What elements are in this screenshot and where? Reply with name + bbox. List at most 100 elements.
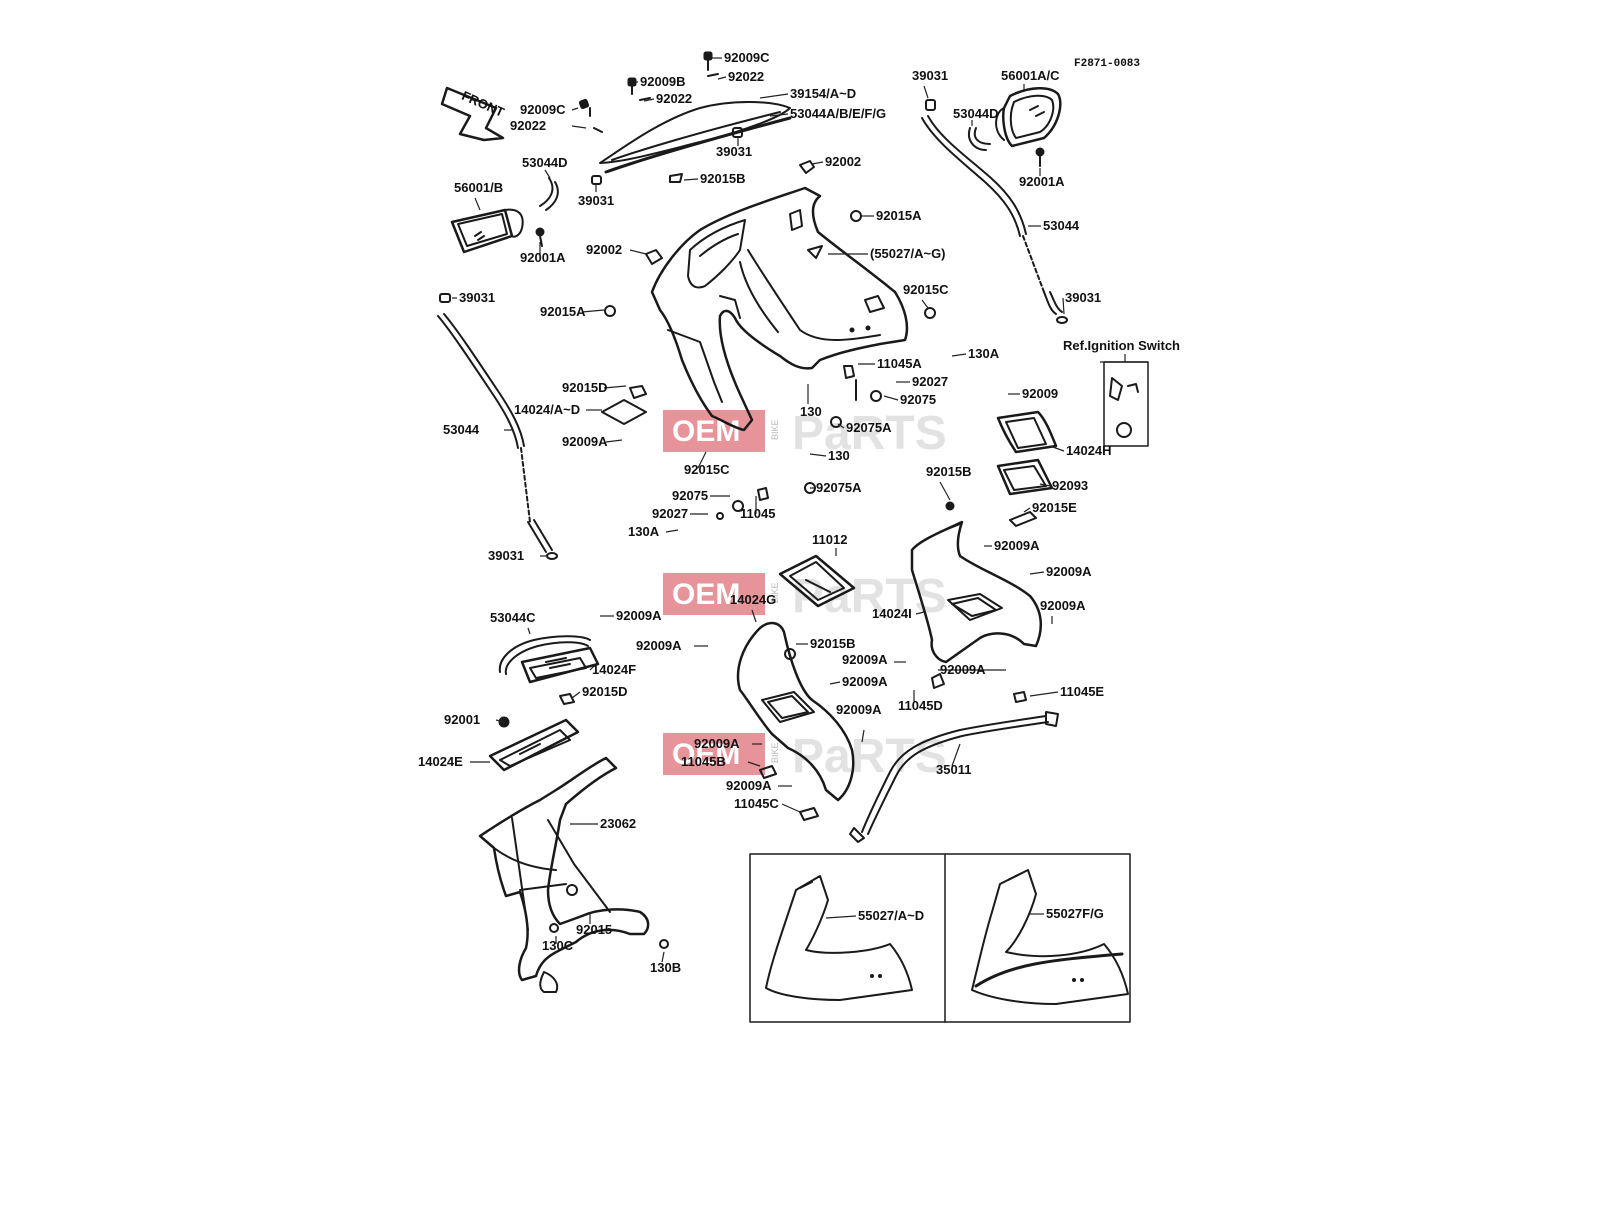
inset-box	[749, 853, 1131, 1023]
part-number-label: 92015C	[903, 282, 949, 297]
part-number-label: 92015B	[810, 636, 856, 651]
watermark-bottom: OEM BIKE PaRTS	[663, 730, 947, 783]
part-number-label: 92009A	[562, 434, 608, 449]
leader-line	[571, 107, 579, 111]
svg-text:OEM: OEM	[672, 578, 740, 611]
leader-line	[781, 803, 801, 813]
svg-text:PaRTS: PaRTS	[792, 730, 947, 783]
svg-text:OEM: OEM	[672, 738, 740, 771]
part-number-label: 92075A	[846, 420, 892, 435]
part-number-label: 92009A	[1046, 564, 1092, 579]
part-number-label: 92009A	[940, 662, 986, 677]
cover-14024-a-d	[601, 385, 647, 425]
part-number-label: 92015	[576, 922, 612, 937]
leader-line	[527, 627, 531, 635]
part-number-label: 92009	[1022, 386, 1058, 401]
part-number-label: 53044C	[490, 610, 536, 625]
leader-line	[571, 691, 581, 699]
part-number-label: 11045	[740, 506, 775, 521]
leader-line	[544, 169, 551, 179]
hose-53044-left	[437, 293, 558, 560]
part-number-label: 11045E	[1060, 684, 1104, 699]
part-number-label: 14024H	[1066, 443, 1112, 458]
part-number-label: 53044	[443, 422, 480, 437]
part-number-label: 92022	[728, 69, 764, 84]
part-number-label: 130	[800, 404, 822, 419]
leader-line	[951, 353, 967, 357]
windscreen-hardware	[578, 51, 743, 185]
cover-14024e	[488, 716, 580, 772]
part-number-label: 92022	[656, 91, 692, 106]
leader-line	[769, 113, 789, 117]
watermark-oem-text: OEM	[672, 415, 740, 448]
mirror-right	[995, 87, 1062, 167]
part-number-label: 92009A	[842, 674, 888, 689]
hose-53044d-left	[539, 177, 559, 211]
part-number-label: 92015A	[540, 304, 586, 319]
diagram-code: F2871-0083	[1074, 58, 1140, 70]
lower-fairing-55027-f-g	[971, 869, 1129, 1005]
leader-line	[1049, 445, 1065, 452]
leader-line	[915, 611, 925, 615]
part-number-label: 92009A	[842, 652, 888, 667]
leader-line	[697, 451, 707, 469]
leader-line	[837, 423, 845, 429]
leader-line	[717, 76, 727, 80]
part-number-label: 11012	[812, 532, 847, 547]
part-number-label: 92075	[900, 392, 936, 407]
part-number-label: 92009A	[636, 638, 682, 653]
part-number-label: 39154/A~D	[790, 86, 856, 101]
part-number-label: 92009A	[1040, 598, 1086, 613]
part-number-label: 92009C	[724, 50, 770, 65]
part-number-label: 92009A	[616, 608, 662, 623]
cover-11012	[778, 554, 856, 608]
part-number-label: 39031	[459, 290, 495, 305]
part-number-label: 92027	[652, 506, 688, 521]
ignition-switch-note: Ref.Ignition Switch	[1063, 338, 1180, 353]
part-number-label: 56001A/C	[1001, 68, 1060, 83]
leader-line	[811, 161, 824, 165]
hose-53044d-right	[968, 127, 991, 151]
center-hardware	[716, 365, 882, 520]
part-number-label: 14024I	[872, 606, 912, 621]
leader-line	[581, 309, 605, 313]
leader-line	[829, 681, 841, 685]
part-number-label: 39031	[578, 193, 614, 208]
bracket-35011	[849, 711, 1059, 843]
leader-line	[747, 761, 761, 767]
windscreen	[599, 101, 791, 164]
leader-line	[921, 299, 929, 309]
leader-line	[809, 453, 827, 457]
part-number-label: 92075	[672, 488, 708, 503]
part-number-label: 11045D	[898, 698, 943, 713]
leader-line	[605, 439, 623, 443]
leader-line	[603, 385, 627, 389]
windscreen-trim-53044	[604, 116, 792, 174]
part-number-label: 53044A/B/E/F/G	[790, 106, 886, 121]
part-number-label: 92015D	[582, 684, 628, 699]
part-number-label: 53044D	[522, 155, 568, 170]
part-number-label: 39031	[488, 548, 524, 563]
leader-line	[474, 197, 481, 211]
leader-line	[571, 125, 587, 129]
leader-line	[825, 915, 857, 919]
part-number-label: 11045A	[877, 356, 922, 371]
watermark-bike-text: BIKE	[770, 419, 780, 440]
upper-fairing	[650, 186, 909, 432]
leader-line	[665, 529, 679, 533]
part-number-label: 53044D	[953, 106, 999, 121]
part-number-label: 92015A	[876, 208, 922, 223]
part-number-label: 130A	[628, 524, 660, 539]
part-number-label: 39031	[716, 144, 752, 159]
part-number-label: 92015E	[1032, 500, 1077, 515]
watermark-parts-text: PaRTS	[792, 407, 947, 460]
leader-line	[1039, 483, 1051, 487]
part-number-label: 14024G	[730, 592, 776, 607]
part-number-label: 14024/A~D	[514, 402, 580, 417]
part-number-label: 92002	[586, 242, 622, 257]
leader-line	[683, 178, 699, 181]
leader-line	[861, 729, 865, 743]
part-number-label: 92015B	[700, 171, 746, 186]
part-number-label: 92093	[1052, 478, 1088, 493]
